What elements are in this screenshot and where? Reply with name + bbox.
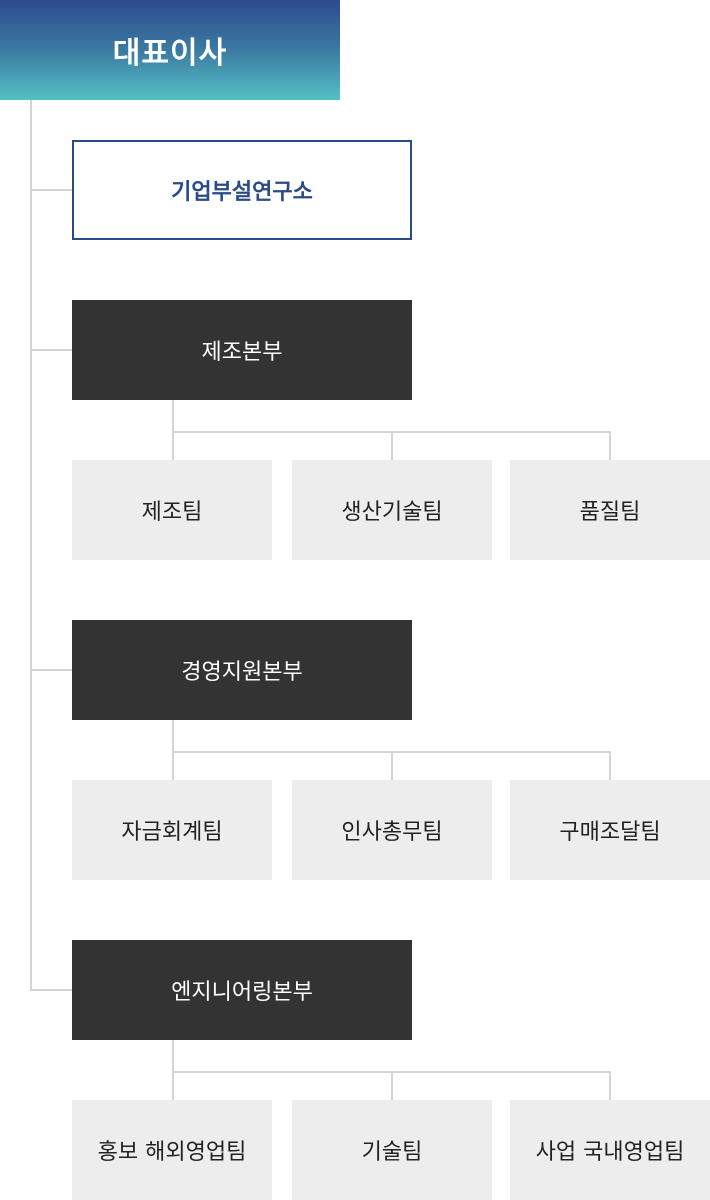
team-box: 구매조달팀: [510, 780, 710, 880]
team-connector-drop-3c: [609, 1071, 611, 1100]
team-box: 홍보 해외영업팀: [72, 1100, 272, 1200]
team-connector-stem-2: [172, 720, 174, 780]
team-connector-drop-1c: [609, 431, 611, 460]
team-box: 기술팀: [292, 1100, 492, 1200]
branch-connector-division-2: [30, 669, 72, 671]
team-connector-drop-1b: [391, 431, 393, 460]
branch-connector-lab: [30, 189, 72, 191]
team-box: 인사총무팀: [292, 780, 492, 880]
division-engineering: 엔지니어링본부: [72, 940, 412, 1040]
team-connector-drop-2b: [391, 751, 393, 780]
branch-connector-division-3: [30, 989, 72, 991]
division-management-support: 경영지원본부: [72, 620, 412, 720]
team-connector-stem-3: [172, 1040, 174, 1100]
research-lab-box: 기업부설연구소: [72, 140, 412, 240]
team-box: 사업 국내영업팀: [510, 1100, 710, 1200]
team-box: 생산기술팀: [292, 460, 492, 560]
team-connector-stem-1: [172, 400, 174, 460]
team-box: 품질팀: [510, 460, 710, 560]
division-manufacturing: 제조본부: [72, 300, 412, 400]
branch-connector-division-1: [30, 349, 72, 351]
team-box: 제조팀: [72, 460, 272, 560]
main-connector: [30, 100, 32, 991]
team-connector-drop-3b: [391, 1071, 393, 1100]
ceo-box: 대표이사: [0, 0, 340, 100]
team-box: 자금회계팀: [72, 780, 272, 880]
team-connector-drop-2c: [609, 751, 611, 780]
